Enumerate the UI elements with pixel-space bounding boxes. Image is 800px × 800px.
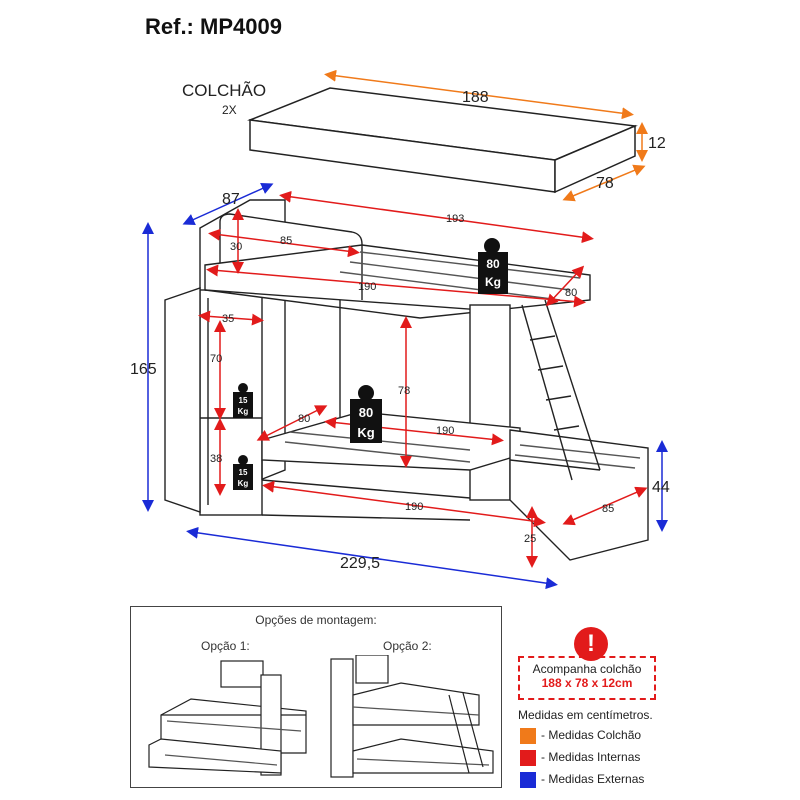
depth-label: 87 [222,191,240,208]
mattress-length-label: 188 [462,89,489,106]
legend-swatch-orange [520,728,536,744]
load-top-unit: Kg [485,275,501,289]
legend-swatch-blue [520,772,536,788]
clearance-label: 78 [398,385,410,397]
notice-line-1: Acompanha colchão [532,662,642,676]
guard-height-label: 30 [230,241,242,253]
shelf-height-2-label: 38 [210,453,222,465]
mattress-illustration [247,87,638,194]
top-width-label: 80 [565,287,577,299]
load-bottom-value: 80 [359,405,373,420]
weight-icon-top: 80 Kg [478,238,508,294]
assembly-options-drawings [148,655,494,778]
legend-swatch-red [520,750,536,766]
page-title: Ref.: MP4009 [145,14,282,39]
trundle-height-label: 44 [652,479,670,496]
legend-label-internal: - Medidas Internas [541,750,641,765]
mattress-label: COLCHÃO [182,81,266,100]
assembly-option-2-label: Opção 2: [383,639,432,653]
cabinet-width-arrow [198,310,264,326]
legend-item-internal: - Medidas Internas [520,750,640,768]
weight-icon-bottom: 80 Kg [350,385,382,443]
assembly-options-box: Opções de montagem: Opção 1: Opção 2: [130,606,502,788]
top-bed-label: 190 [358,281,376,293]
legend-item-external: - Medidas Externas [520,772,644,790]
assembly-options-title: Opções de montagem: [255,613,377,627]
notice-line-2: 188 x 78 x 12cm [541,676,633,690]
load-top-value: 80 [486,257,500,271]
total-length-label: 229,5 [340,555,380,572]
total-height-label: 165 [130,361,157,378]
guard-length-label: 85 [280,235,292,247]
total-length-arrow [186,526,558,590]
weight-icon-shelf-bottom: 15 Kg [233,455,253,490]
trundle-length-label: 190 [405,501,423,513]
top-length-label: 193 [446,213,464,225]
shelf-height-label: 70 [210,353,222,365]
mattress-width-label: 78 [596,175,614,192]
trundle-gap-label: 25 [524,533,536,545]
mattress-length-arrow [324,69,634,120]
load-shelf-top-value: 15 [239,396,248,405]
top-width-arrow [545,265,585,307]
option-2-drawing [330,655,494,778]
assembly-option-1-label: Opção 1: [201,639,250,653]
mattress-included-notice: Acompanha colchão 188 x 78 x 12cm [518,656,656,700]
load-bottom-unit: Kg [357,425,374,440]
weight-icon-shelf-top: 15 Kg [233,383,253,418]
load-shelf-bottom-value: 15 [239,468,248,477]
units-note: Medidas em centímetros. [518,708,653,722]
bottom-width-label: 80 [298,413,310,425]
trundle-width-arrow [562,486,648,526]
top-length-arrow [279,190,594,244]
load-shelf-bottom-unit: Kg [238,479,249,488]
bottom-width-arrow [256,405,328,441]
mattress-quantity: 2X [222,103,237,117]
cabinet-width-label: 35 [222,313,234,325]
mattress-height-label: 12 [648,135,666,152]
warning-icon: ! [574,627,608,661]
legend-label-external: - Medidas Externas [541,772,645,787]
legend-label-mattress: - Medidas Colchão [541,728,642,743]
top-bed-arrow [206,264,586,308]
depth-arrow [182,182,274,226]
load-shelf-top-unit: Kg [238,407,249,416]
trundle-length-arrow [262,480,546,528]
trundle-width-label: 85 [602,503,614,515]
option-1-drawing [148,660,307,776]
legend-item-mattress: - Medidas Colchão [520,728,641,746]
bottom-bed-label: 190 [436,425,454,437]
